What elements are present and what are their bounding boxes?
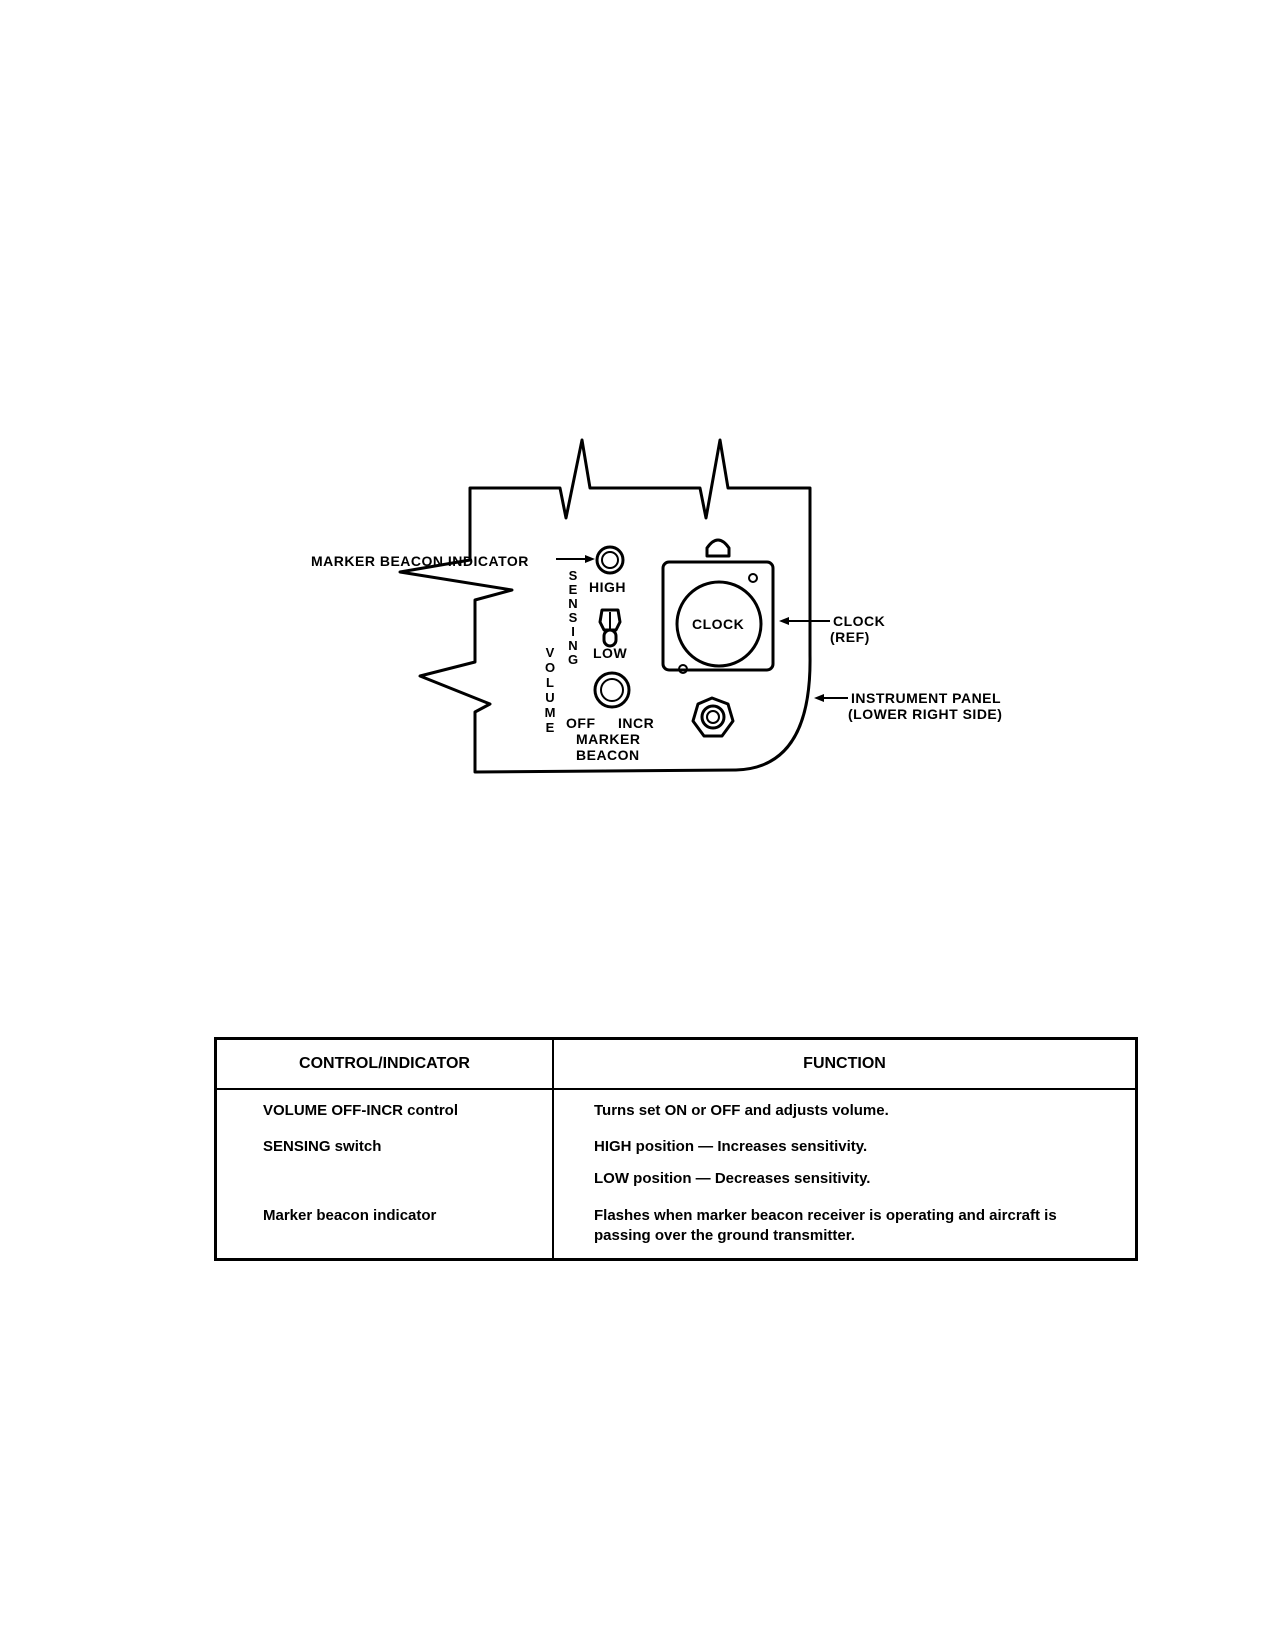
- table-row: SENSING switch HIGH position — Increases…: [214, 1130, 1138, 1166]
- low-label: LOW: [593, 645, 627, 661]
- svg-text:G: G: [568, 652, 578, 667]
- function-cell: Flashes when marker beacon receiver is o…: [552, 1198, 1138, 1260]
- marker-label: MARKER: [576, 731, 640, 747]
- svg-text:L: L: [546, 675, 554, 690]
- volume-vertical-label: V O L U M E: [545, 645, 556, 735]
- control-cell: Marker beacon indicator: [214, 1198, 554, 1260]
- marker-beacon-indicator-label: MARKER BEACON INDICATOR: [311, 553, 529, 569]
- function-header: FUNCTION: [552, 1037, 1138, 1090]
- high-label: HIGH: [589, 579, 626, 595]
- function-cell: LOW position — Decreases sensitivity.: [552, 1166, 1138, 1198]
- svg-text:N: N: [568, 638, 577, 653]
- beacon-label: BEACON: [576, 747, 640, 763]
- clock-gauge: [661, 538, 775, 674]
- function-cell: Turns set ON or OFF and adjusts volume.: [552, 1089, 1138, 1130]
- svg-text:S: S: [569, 610, 578, 625]
- table-row: VOLUME OFF-INCR control Turns set ON or …: [214, 1089, 1138, 1130]
- instrument-panel-side-label: (LOWER RIGHT SIDE): [848, 706, 1002, 722]
- control-indicator-header: CONTROL/INDICATOR: [214, 1037, 554, 1090]
- svg-text:V: V: [546, 645, 555, 660]
- clock-callout-label: CLOCK: [833, 613, 885, 629]
- control-cell: [214, 1166, 554, 1198]
- panel-bolt: [691, 696, 735, 738]
- marker-beacon-lamp: [595, 545, 625, 575]
- table-header-row: CONTROL/INDICATOR FUNCTION: [214, 1037, 1138, 1090]
- sensing-toggle-switch: [598, 608, 622, 648]
- function-cell: HIGH position — Increases sensitivity.: [552, 1130, 1138, 1166]
- svg-text:I: I: [571, 624, 575, 639]
- sensing-vertical-label: S E N S I N G: [568, 568, 578, 667]
- svg-text:S: S: [569, 568, 578, 583]
- panel-outline: [398, 438, 812, 774]
- svg-text:O: O: [545, 660, 555, 675]
- svg-text:N: N: [568, 596, 577, 611]
- svg-text:M: M: [545, 705, 556, 720]
- table-row: LOW position — Decreases sensitivity.: [214, 1166, 1138, 1198]
- table-row: Marker beacon indicator Flashes when mar…: [214, 1198, 1138, 1260]
- instrument-panel-diagram: MARKER BEACON INDICATOR HIGH LOW OFF INC…: [311, 438, 1002, 774]
- clock-face-label: CLOCK: [692, 616, 744, 632]
- controls-table: CONTROL/INDICATOR FUNCTION VOLUME OFF-IN…: [214, 1037, 1138, 1261]
- svg-text:E: E: [569, 582, 578, 597]
- off-label: OFF: [566, 715, 596, 731]
- control-cell: VOLUME OFF-INCR control: [214, 1089, 554, 1130]
- clock-ref-label: (REF): [830, 629, 870, 645]
- svg-text:U: U: [545, 690, 554, 705]
- instrument-panel-label: INSTRUMENT PANEL: [851, 690, 1001, 706]
- incr-label: INCR: [618, 715, 654, 731]
- control-cell: SENSING switch: [214, 1130, 554, 1166]
- volume-knob: [593, 671, 631, 709]
- svg-text:E: E: [546, 720, 555, 735]
